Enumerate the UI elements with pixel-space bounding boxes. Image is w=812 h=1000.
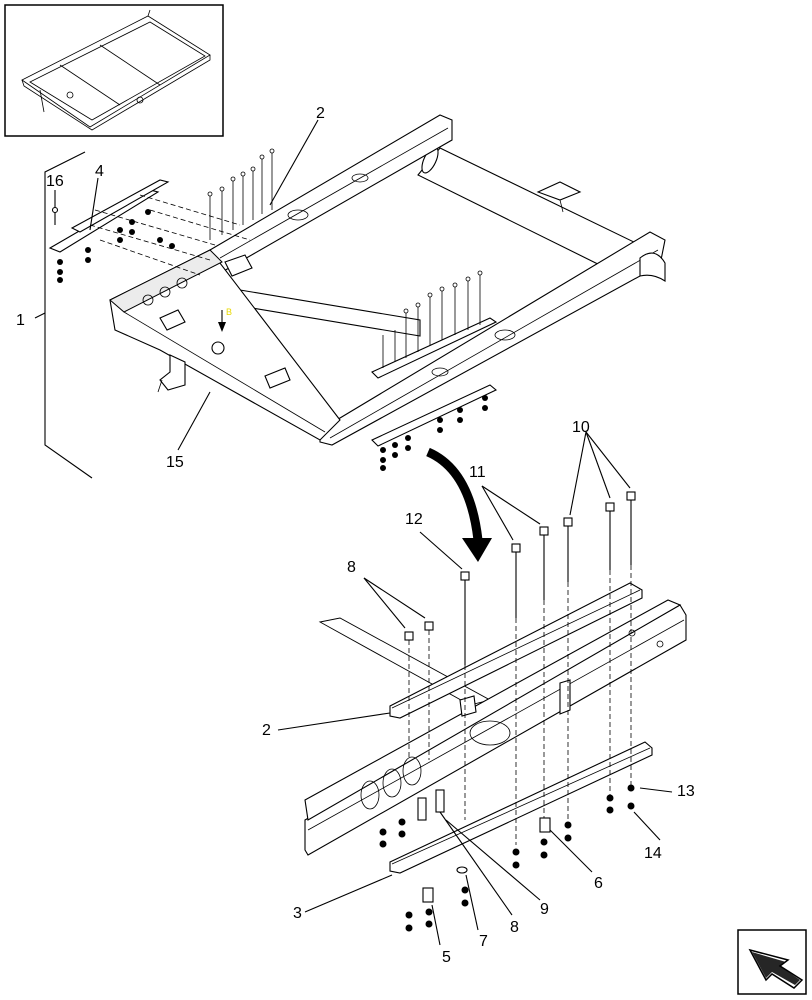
return-arrow-icon[interactable] [737,929,807,995]
callout-9: 9 [540,901,549,918]
callout-11: 11 [469,464,486,481]
detail-arrow-icon [426,447,492,562]
callout-6: 6 [594,875,603,892]
callout-8-top: 8 [347,559,356,576]
assembly-thumbnail-icon [4,4,224,137]
callout-labels: 1 2 4 16 15 10 11 12 8 2 13 14 3 5 6 7 8… [16,105,695,966]
detail-view [277,431,687,946]
callout-16: 16 [46,173,64,190]
callout-8-bottom: 8 [510,919,519,936]
frame-assembly: B [34,114,666,479]
callout-3: 3 [293,905,302,922]
callout-1: 1 [16,312,25,329]
callout-2-top: 2 [316,105,325,122]
callout-2-detail: 2 [262,722,271,739]
callout-15: 15 [166,454,184,471]
callout-12: 12 [405,511,423,528]
callout-7: 7 [479,933,488,950]
callout-5: 5 [442,949,451,966]
callout-13: 13 [677,783,695,800]
callout-4: 4 [95,163,104,180]
callout-10: 10 [572,419,590,436]
callout-14: 14 [644,845,662,862]
view-marker: B [226,307,232,317]
